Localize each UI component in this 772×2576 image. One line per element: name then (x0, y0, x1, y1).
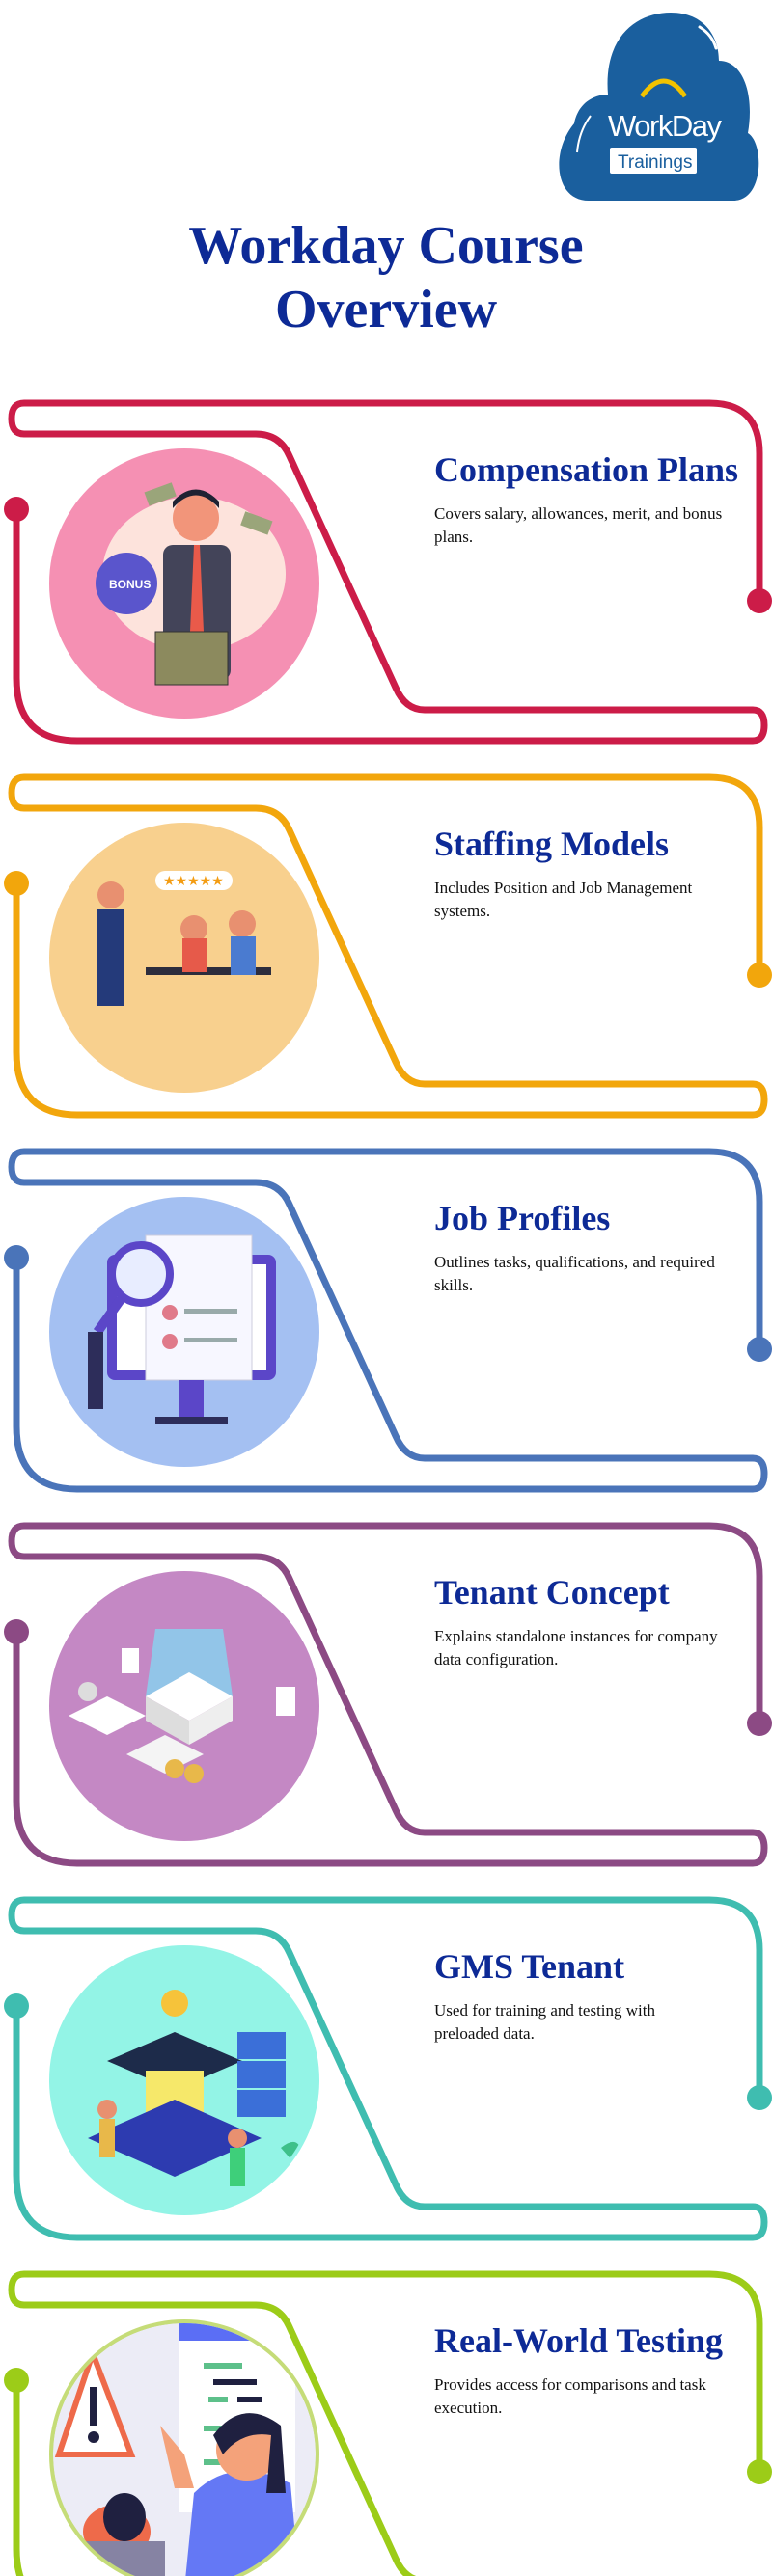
timeline-dot-right (747, 1711, 772, 1736)
timeline-dot-right (747, 2459, 772, 2484)
section-gms-tenant: GMS Tenant Used for training and testing… (0, 1895, 772, 2252)
timeline-track (4, 1148, 772, 1493)
timeline-dot-right (747, 2085, 772, 2110)
timeline-dot-right (747, 1337, 772, 1362)
timeline-dot-left (4, 871, 29, 896)
server-training-illustration (49, 1945, 319, 2215)
timeline-dot-left (4, 1619, 29, 1644)
svg-text:★★★★★: ★★★★★ (163, 875, 224, 889)
timeline-track (4, 1522, 772, 1867)
timeline-track (4, 2270, 772, 2576)
section-title: GMS Tenant (434, 1947, 625, 1986)
logo-sub-text: Trainings (618, 152, 692, 173)
timeline-dot-left (4, 2368, 29, 2393)
timeline-track (4, 399, 772, 745)
team-meeting-illustration: ★★★★★ (49, 823, 319, 1093)
section-real-world-testing: Real-World Testing Provides access for c… (0, 2269, 772, 2576)
workday-trainings-logo: WorkDay Trainings (559, 13, 759, 201)
section-description: Provides access for comparisons and task… (434, 2375, 706, 2417)
timeline-dot-left (4, 1993, 29, 2019)
profile-search-illustration (49, 1197, 319, 1467)
section-title: Staffing Models (434, 825, 669, 863)
page-title: Workday Course Overview (188, 216, 584, 339)
timeline-dot-right (747, 963, 772, 988)
logo-brand-text: WorkDay (608, 109, 723, 143)
section-description: Includes Position and Job Management sys… (434, 879, 693, 920)
section-description: Explains standalone instances for compan… (434, 1627, 718, 1668)
timeline-dot-left (4, 1245, 29, 1270)
section-description: Outlines tasks, qualifications, and requ… (434, 1253, 715, 1294)
section-tenant-concept: Tenant Concept Explains standalone insta… (0, 1521, 772, 1878)
timeline-dot-right (747, 588, 772, 613)
section-description: Covers salary, allowances, merit, and bo… (434, 504, 723, 546)
section-job-profiles: Job Profiles Outlines tasks, qualificati… (0, 1147, 772, 1504)
section-title: Job Profiles (434, 1199, 611, 1237)
timeline-track (4, 1896, 772, 2241)
timeline-track (4, 773, 772, 1119)
isometric-data-illustration (49, 1571, 319, 1841)
section-description: Used for training and testing with prelo… (434, 2001, 655, 2043)
section-title: Real-World Testing (434, 2321, 724, 2360)
section-title: Compensation Plans (434, 450, 739, 489)
svg-text:BONUS: BONUS (109, 578, 151, 591)
section-title: Tenant Concept (434, 1573, 670, 1612)
timeline-dot-left (4, 497, 29, 522)
section-staffing-models: ★★★★★ Staffing Models Includes Position … (0, 773, 772, 1129)
section-compensation-plans: BONUS Compensation Plans Covers salary, … (0, 398, 772, 755)
bonus-bag-businessman-illustration: BONUS (49, 448, 319, 719)
bug-testing-illustration (49, 2319, 319, 2576)
